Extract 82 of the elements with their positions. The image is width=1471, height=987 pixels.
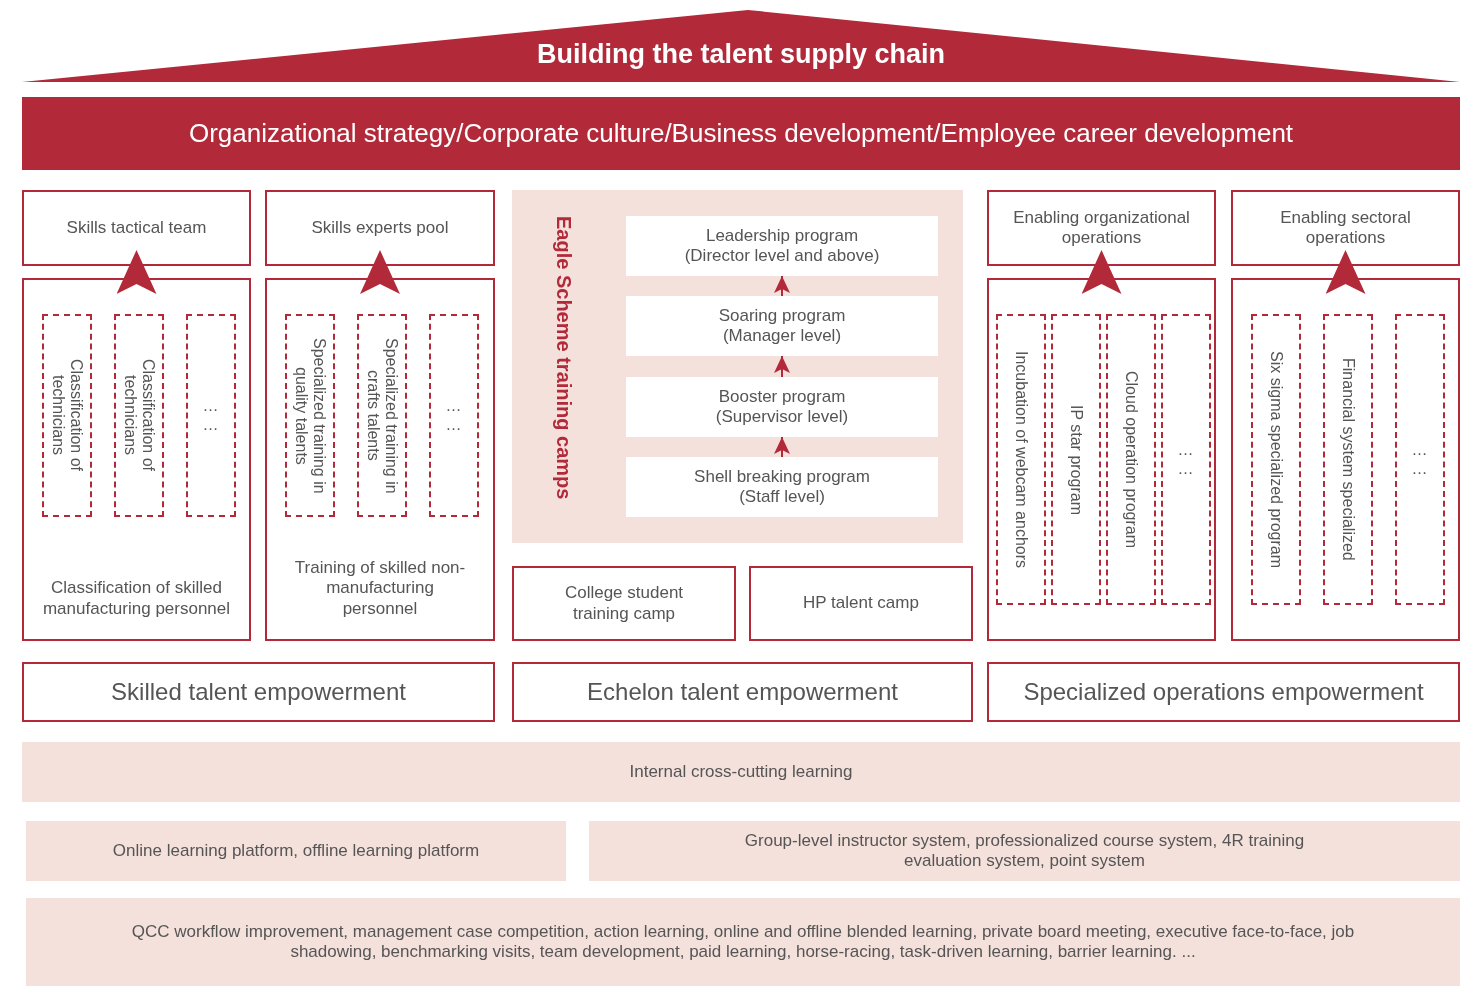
box-label: Eagle Scheme training camps <box>552 216 576 500</box>
dashed-box <box>1106 314 1156 605</box>
foundation-bar <box>26 821 566 881</box>
dashed-box <box>996 314 1046 605</box>
arrow <box>116 250 157 294</box>
foundation-bar <box>26 898 1460 986</box>
arrow <box>1325 250 1366 294</box>
program-box <box>626 216 938 276</box>
camp-box <box>749 566 973 641</box>
header-box <box>265 190 495 266</box>
box-label: Internal cross-cutting learning <box>629 761 853 783</box>
arrow <box>1081 250 1122 294</box>
box-label: Incubation of webcam anchors <box>1012 351 1031 568</box>
box-label: Training of skilled non-manufacturing personnel <box>293 557 467 619</box>
box-label: Classification of technicians <box>49 358 86 474</box>
header-box <box>987 190 1216 266</box>
program-panel <box>512 190 963 543</box>
arrow <box>774 355 790 378</box>
box-label: Skills experts pool <box>311 217 449 239</box>
dashed-box <box>1161 314 1211 605</box>
program-box <box>626 296 938 356</box>
box-label: Leadership program <box>705 225 859 246</box>
dashed-box <box>1251 314 1301 605</box>
box-label: IP star program <box>1067 404 1086 515</box>
pillar-box <box>987 662 1460 722</box>
dashed-box <box>42 314 92 517</box>
box-label: College student training camp <box>563 583 685 624</box>
dashed-box <box>1395 314 1445 605</box>
box-label: Shell breaking program <box>694 466 870 487</box>
program-box <box>626 377 938 437</box>
category-box <box>22 278 251 641</box>
pillar-box <box>22 662 495 722</box>
category-box <box>1231 278 1460 641</box>
strategy-banner <box>22 97 1460 170</box>
foundation-bar <box>589 821 1460 881</box>
box-label: Soaring program <box>718 305 846 326</box>
pillar-box <box>512 662 973 722</box>
dashed-box <box>285 314 335 517</box>
foundation-bar <box>22 742 1460 802</box>
header-box <box>22 190 251 266</box>
box-label: Enabling organizational operations <box>1012 207 1191 249</box>
dashed-box <box>357 314 407 517</box>
category-box <box>987 278 1216 641</box>
dashed-box <box>186 314 236 517</box>
box-label: Financial system specialized <box>1339 358 1358 561</box>
dashed-box <box>1051 314 1101 605</box>
box-label: Classification of technicians <box>121 358 158 474</box>
arrow <box>774 275 790 297</box>
program-box <box>626 457 938 517</box>
box-label: Specialized training in quality talents <box>292 336 329 496</box>
box-label: (Director level and above) <box>684 246 880 267</box>
arrow <box>774 436 790 458</box>
box-label: Organizational strategy/Corporate culture/Business development/Employee career development <box>188 117 1294 150</box>
box-label: Skilled talent empowerment <box>111 677 406 707</box>
dashed-box <box>114 314 164 517</box>
box-label: Booster program <box>718 386 846 407</box>
dashed-box <box>429 314 479 517</box>
box-label: Specialized operations empowerment <box>1023 677 1424 707</box>
title: Building the talent supply chain <box>536 38 946 71</box>
camp-box <box>512 566 736 641</box>
box-label: Classification of skilled manufacturing personnel <box>42 578 231 619</box>
ellipsis: … … <box>201 397 221 434</box>
box-label: Skills tactical team <box>66 217 207 239</box>
box-label: (Supervisor level) <box>715 407 849 428</box>
dashed-box <box>1323 314 1373 605</box>
box-label: Enabling sectoral operations <box>1279 207 1412 249</box>
box-label: HP talent camp <box>803 593 919 614</box>
box-label: Online learning platform, offline learning platform <box>112 840 480 862</box>
box-label: Group-level instructor system, professionalized course system, 4R training evaluation system, point system <box>743 830 1306 872</box>
box-label: (Staff level) <box>739 487 825 508</box>
box-label: Echelon talent empowerment <box>587 677 898 707</box>
ellipsis: … … <box>444 397 464 434</box>
header-box <box>1231 190 1460 266</box>
ellipsis: … … <box>1176 441 1196 478</box>
box-label: QCC workflow improvement, management case competition, action learning, online and offline blended learning, private board meeting, executive face-to-face, job shadowing, benchmarking visits, team development, paid learning, horse-racing, task-driven learning, barrier learning. ... <box>130 921 1356 963</box>
category-box <box>265 278 495 641</box>
box-label: (Manager level) <box>722 326 842 347</box>
box-label: Specialized training in crafts talents <box>364 336 401 496</box>
box-label: Cloud operation program <box>1122 371 1141 548</box>
ellipsis: … … <box>1410 441 1430 478</box>
arrow <box>360 250 400 294</box>
box-label: Six sigma specialized program <box>1267 351 1286 568</box>
